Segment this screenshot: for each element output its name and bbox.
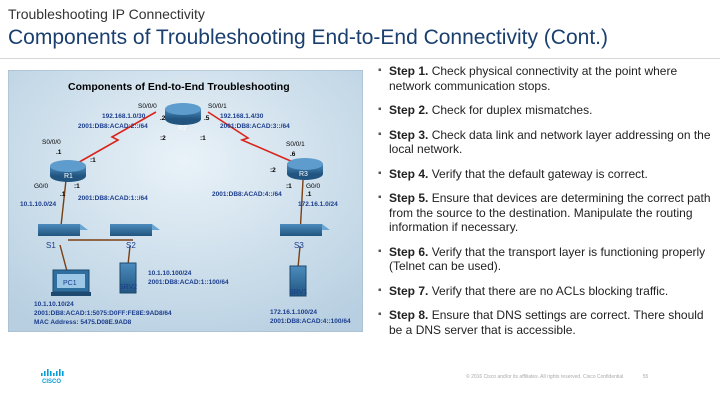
step-item: ▪ Step 5. Ensure that devices are determi… — [378, 191, 713, 235]
r1-g00-label: G0/0 — [34, 183, 48, 190]
switch-s1: S1 — [38, 224, 88, 250]
step-item: ▪ Step 2. Check for duplex mismatches. — [378, 103, 713, 118]
r3-colon2: :2 — [270, 167, 276, 174]
bullet-icon: ▪ — [378, 128, 382, 140]
step-text: Verify that the transport layer is funct… — [389, 244, 706, 274]
r3-s001-label: S0/0/1 — [286, 141, 305, 148]
router-r1: R1 — [50, 160, 86, 182]
step-label: Step 5. — [389, 191, 429, 205]
srv1-v4: 172.16.1.100/24 — [270, 309, 317, 316]
step-label: Step 1. — [389, 64, 429, 78]
net-r2r3-v6: 2001:DB8:ACAD:3::/64 — [220, 123, 290, 130]
r2-s001-label: S0/0/1 — [208, 103, 227, 110]
net-r1r2-v4: 192.168.1.0/30 — [102, 113, 146, 120]
footer-copyright: © 2016 Cisco and/or its affiliates. All … — [466, 374, 624, 380]
bullet-icon: ▪ — [378, 284, 382, 296]
wan-links — [73, 111, 294, 166]
r3-lan-dot1: .1 — [306, 191, 312, 198]
pc1-v4: 10.1.10.10/24 — [34, 301, 74, 308]
switch-s3-label: S3 — [294, 241, 304, 250]
r1-colon1: :1 — [90, 157, 96, 164]
bullet-icon: ▪ — [378, 245, 382, 257]
r2-colon2: :2 — [160, 135, 166, 142]
step-item: ▪ Step 4. Verify that the default gateway… — [378, 167, 713, 182]
pc1-label: PC1 — [63, 280, 77, 287]
step-item: ▪ Step 1. Check physical connectivity at … — [378, 64, 713, 93]
srv1-v6: 2001:DB8:ACAD:4::100/64 — [270, 318, 351, 325]
r3-g00-label: G0/0 — [306, 183, 320, 190]
step-label: Step 4. — [389, 166, 429, 181]
pc1: PC1 — [51, 269, 91, 296]
r2-s000-label: S0/0/0 — [138, 103, 157, 110]
step-text: Ensure that devices are determining the … — [389, 191, 711, 234]
r1-lan-colon1: :1 — [74, 183, 80, 190]
slide-title: Components of Troubleshooting End-to-End… — [8, 26, 608, 49]
step-text: Verify that there are no ACLs blocking t… — [428, 283, 669, 298]
switch-s2: S2 — [110, 224, 160, 250]
step-item: ▪ Step 8. Ensure that DNS settings are co… — [378, 308, 713, 337]
router-r2: R2 — [165, 103, 201, 132]
footer: © 2016 Cisco and/or its affiliates. All … — [466, 374, 648, 380]
switch-s3: S3 — [280, 224, 330, 250]
step-item: ▪ Step 3. Check data link and network lay… — [378, 128, 713, 157]
switch-s2-label: S2 — [126, 241, 136, 250]
r1-dot1: .1 — [56, 149, 62, 156]
router-r2-label: R2 — [178, 125, 187, 132]
server-srv1: SRV1 — [289, 265, 307, 297]
r2-dot5: .5 — [204, 115, 210, 122]
r1-lan-dot1: .1 — [60, 191, 66, 198]
step-label: Step 6. — [389, 244, 429, 259]
bullet-icon: ▪ — [378, 192, 382, 203]
lan1-v4: 10.1.10.0/24 — [20, 201, 57, 208]
step-text: Check data link and network layer addres… — [389, 127, 711, 157]
bullet-icon: ▪ — [378, 65, 382, 76]
cisco-logo-icon: CISCO — [41, 369, 64, 384]
link-s3-srv1 — [297, 245, 301, 269]
svg-text:CISCO: CISCO — [42, 379, 61, 384]
r2-colon1: :1 — [200, 135, 206, 142]
step-item: ▪ Step 6. Verify that the transport layer… — [378, 245, 713, 274]
bullet-icon: ▪ — [378, 104, 382, 115]
router-r3-label: R3 — [299, 171, 308, 178]
step-label: Step 8. — [389, 308, 429, 322]
router-r1-label: R1 — [64, 173, 73, 180]
link-s2-srv2 — [127, 245, 131, 266]
bullet-icon: ▪ — [378, 167, 382, 179]
step-label: Step 2. — [389, 103, 429, 117]
switch-s1-label: S1 — [46, 241, 56, 250]
srv1-label: SRV1 — [289, 289, 307, 296]
wan-link-r1-r2 — [73, 111, 157, 166]
title-divider — [0, 58, 720, 59]
srv2-v4: 10.1.10.100/24 — [148, 270, 192, 277]
lan1-v6: 2001:DB8:ACAD:1::/64 — [78, 195, 148, 202]
lan2-v6: 2001:DB8:ACAD:4::/64 — [212, 191, 282, 198]
step-text: Ensure that DNS settings are correct. Th… — [389, 308, 704, 337]
srv2-v6: 2001:DB8:ACAD:1::100/64 — [148, 279, 229, 286]
step-text: Check physical connectivity at the point… — [389, 64, 678, 93]
step-text: Check for duplex mismatches. — [428, 103, 593, 117]
step-label: Step 7. — [389, 283, 429, 298]
net-r1r2-v6: 2001:DB8:ACAD:2::/64 — [78, 123, 148, 130]
step-text: Verify that the default gateway is corre… — [428, 166, 648, 181]
r3-dot6: .6 — [290, 151, 296, 158]
net-r2r3-v4: 192.168.1.4/30 — [220, 113, 264, 120]
steps-list: ▪ Step 1. Check physical connectivity at … — [378, 64, 713, 347]
r1-s000-label: S0/0/0 — [42, 139, 61, 146]
server-srv2: SRV2 — [119, 262, 137, 294]
step-item: ▪ Step 7. Verify that there are no ACLs b… — [378, 284, 713, 299]
router-r3: R3 — [287, 158, 323, 180]
bullet-icon: ▪ — [378, 309, 382, 320]
wan-link-r2-r3 — [207, 111, 294, 163]
lan2-v4: 172.16.1.0/24 — [298, 201, 338, 208]
slide-subtitle: Troubleshooting IP Connectivity — [8, 6, 205, 22]
pc1-v6: 2001:DB8:ACAD:1:5075:D0FF:FE8E:9AD8/64 — [34, 310, 172, 317]
r3-lan-colon1: :1 — [286, 183, 292, 190]
step-label: Step 3. — [389, 127, 429, 142]
diagram-title: Components of End-to-End Troubleshooting — [68, 81, 290, 93]
pc1-mac: MAC Address: 5475.D08E.9AD8 — [34, 319, 132, 326]
srv2-label: SRV2 — [119, 284, 137, 291]
network-diagram: Components of End-to-End Troubleshooting… — [8, 70, 363, 332]
footer-page-number: 55 — [642, 374, 649, 380]
r2-dot2: .2 — [160, 115, 166, 122]
